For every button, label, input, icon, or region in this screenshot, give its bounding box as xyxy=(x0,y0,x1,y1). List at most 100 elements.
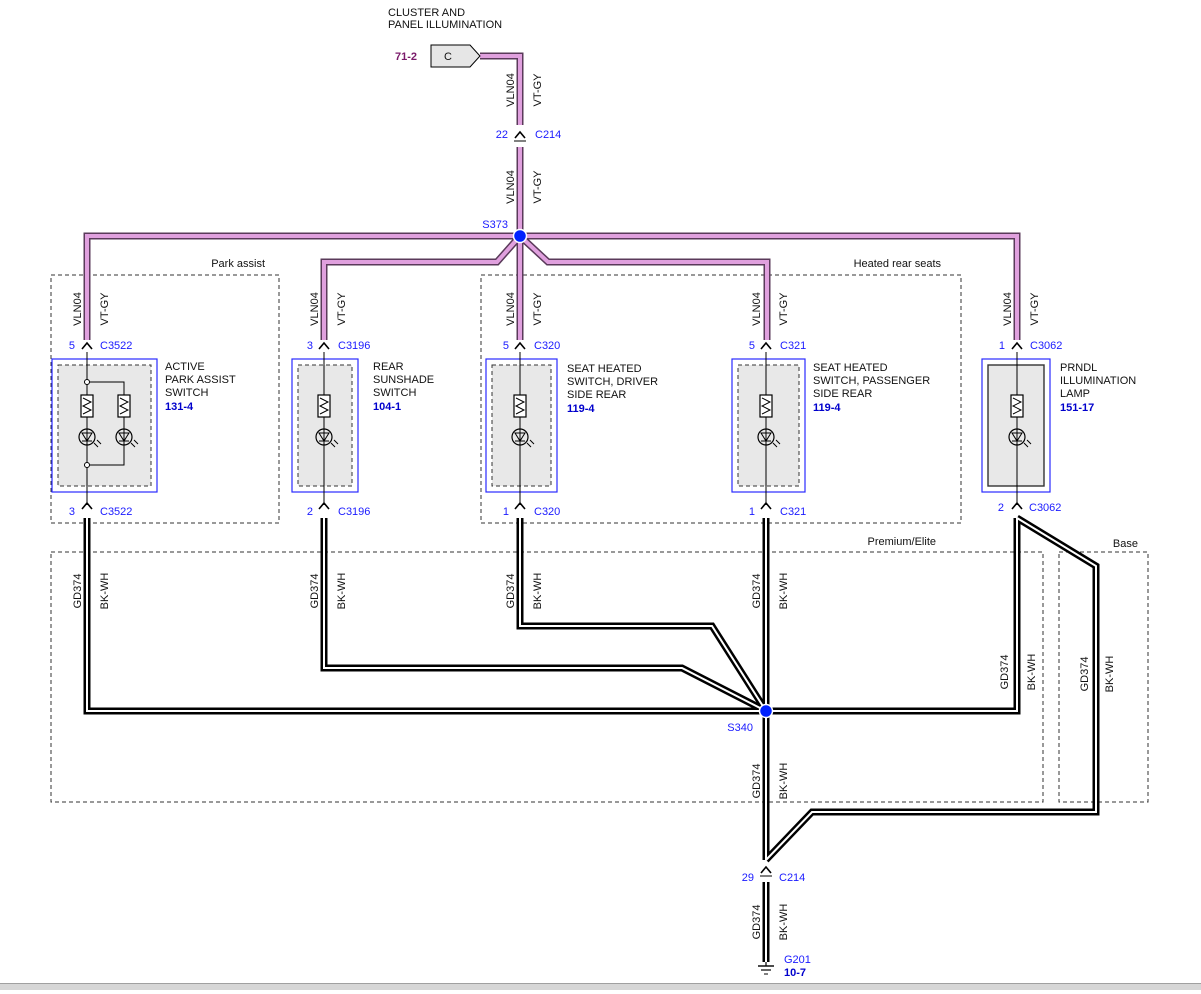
g201-name: G201 xyxy=(784,954,811,966)
in-pin: 5 xyxy=(503,340,509,352)
in-conn: C320 xyxy=(534,340,560,352)
prndl-base-wire-color: BK-WH xyxy=(1104,656,1116,693)
c214-bottom-pin: 29 xyxy=(742,872,754,884)
source-title-line2: PANEL ILLUMINATION xyxy=(388,19,502,31)
base-group-label: Base xyxy=(1113,538,1138,550)
name-line1: ACTIVE xyxy=(165,361,205,373)
ground-wires xyxy=(83,515,1100,962)
violet-wires xyxy=(83,52,1021,340)
s373-label: S373 xyxy=(482,219,508,231)
out-conn: C3196 xyxy=(338,506,370,518)
name-line3: SIDE REAR xyxy=(813,388,872,400)
splice-s340: S340 xyxy=(727,703,774,734)
out-conn: C320 xyxy=(534,506,560,518)
connector-c214-top: 22 C214 xyxy=(496,129,561,142)
in-conn: C3196 xyxy=(338,340,370,352)
out-conn: C3062 xyxy=(1029,502,1061,514)
wire-in-circuit: VLN04 xyxy=(1002,292,1014,326)
wire-out-circuit: GD374 xyxy=(309,574,321,609)
out-pin: 2 xyxy=(998,502,1004,514)
name-line3: SIDE REAR xyxy=(567,389,626,401)
name-line3: LAMP xyxy=(1060,388,1090,400)
in-pin: 5 xyxy=(749,340,755,352)
name-line1: REAR xyxy=(373,361,404,373)
c214-bottom-name: C214 xyxy=(779,872,805,884)
wire-out-color: BK-WH xyxy=(99,573,111,610)
name-line3: SWITCH xyxy=(165,387,208,399)
prndl-premium-wire-color: BK-WH xyxy=(1026,654,1038,691)
ground-g201: G201 10-7 xyxy=(758,954,811,979)
premium-elite-group-label: Premium/Elite xyxy=(868,536,936,548)
heated-rear-seats-group-box xyxy=(480,274,962,524)
wire-in-color: VT-GY xyxy=(778,292,790,326)
in-conn: C3522 xyxy=(100,340,132,352)
wire-in-circuit: VLN04 xyxy=(505,292,517,326)
out-pin: 1 xyxy=(503,506,509,518)
name-line1: SEAT HEATED xyxy=(567,363,642,375)
source-ref: 71-2 xyxy=(395,51,417,63)
name-line2: ILLUMINATION xyxy=(1060,375,1136,387)
source-connector-letter: C xyxy=(444,51,452,63)
s340-wire-circuit: GD374 xyxy=(751,764,763,799)
premium-elite-group-box xyxy=(50,551,1044,803)
component-ref: 104-1 xyxy=(373,401,401,413)
base-group-box xyxy=(1058,551,1149,803)
wire-top-circuit: VLN04 xyxy=(505,73,517,107)
source-connector-shape xyxy=(430,44,481,68)
out-pin: 2 xyxy=(307,506,313,518)
component-rear-sunshade: VLN04 VT-GY 3 C3196 2 C3196 REAR SUNSHAD… xyxy=(291,292,434,610)
splice-s373: S373 xyxy=(482,219,528,244)
wire-mid-circuit: VLN04 xyxy=(505,170,517,204)
wire-in-circuit: VLN04 xyxy=(751,292,763,326)
wire-out-circuit: GD374 xyxy=(72,574,84,609)
in-pin: 1 xyxy=(999,340,1005,352)
wire-in-color: VT-GY xyxy=(336,292,348,326)
prndl-premium-wire-circuit: GD374 xyxy=(999,655,1011,690)
out-pin: 3 xyxy=(69,506,75,518)
s340-label: S340 xyxy=(727,722,753,734)
g201-ref: 10-7 xyxy=(784,967,806,979)
in-pin: 3 xyxy=(307,340,313,352)
component-ref: 119-4 xyxy=(567,403,595,415)
name-line2: SWITCH, DRIVER xyxy=(567,376,658,388)
wire-mid-color: VT-GY xyxy=(532,170,544,204)
out-pin: 1 xyxy=(749,506,755,518)
source-connector: CLUSTER AND PANEL ILLUMINATION 71-2 C xyxy=(388,7,502,68)
s340-wire-color: BK-WH xyxy=(778,763,790,800)
window-bottom-strip xyxy=(0,983,1201,990)
wire-in-color: VT-GY xyxy=(532,292,544,326)
wire-in-color: VT-GY xyxy=(1029,292,1041,326)
c214-top-name: C214 xyxy=(535,129,561,141)
component-ref: 151-17 xyxy=(1060,402,1094,414)
ground-icon xyxy=(758,962,774,975)
wire-out-circuit: GD374 xyxy=(751,574,763,609)
component-ref: 131-4 xyxy=(165,401,194,413)
name-line2: SWITCH, PASSENGER xyxy=(813,375,930,387)
name-line3: SWITCH xyxy=(373,387,416,399)
park-assist-group-label: Park assist xyxy=(211,258,265,270)
heated-rear-seats-group-label: Heated rear seats xyxy=(854,258,942,270)
in-conn: C3062 xyxy=(1030,340,1062,352)
group-boxes: Park assist Heated rear seats Premium/El… xyxy=(50,258,1149,803)
out-conn: C3522 xyxy=(100,506,132,518)
wire-top-color: VT-GY xyxy=(532,73,544,107)
wire-out-color: BK-WH xyxy=(532,573,544,610)
name-line1: PRNDL xyxy=(1060,362,1097,374)
component-prndl-lamp: VLN04 VT-GY 1 C3062 2 C3062 PRNDL ILLUMI… xyxy=(981,292,1136,514)
name-line2: SUNSHADE xyxy=(373,374,434,386)
source-title-line1: CLUSTER AND xyxy=(388,7,465,19)
final-wire-circuit: GD374 xyxy=(751,905,763,940)
wire-in-circuit: VLN04 xyxy=(309,292,321,326)
connector-c214-bottom: 29 C214 xyxy=(742,866,805,884)
component-active-park-assist: VLN04 VT-GY 5 C3522 3 C3522 ACTIVE PARK … xyxy=(51,292,236,610)
park-assist-group-box xyxy=(50,274,280,524)
name-line1: SEAT HEATED xyxy=(813,362,888,374)
name-line2: PARK ASSIST xyxy=(165,374,236,386)
prndl-base-wire-circuit: GD374 xyxy=(1079,657,1091,692)
component-ref: 119-4 xyxy=(813,402,841,414)
component-seat-heated-passenger: VLN04 VT-GY 5 C321 1 C321 SEAT HEATED SW… xyxy=(731,292,930,609)
wire-out-color: BK-WH xyxy=(336,573,348,610)
final-wire-color: BK-WH xyxy=(778,904,790,941)
